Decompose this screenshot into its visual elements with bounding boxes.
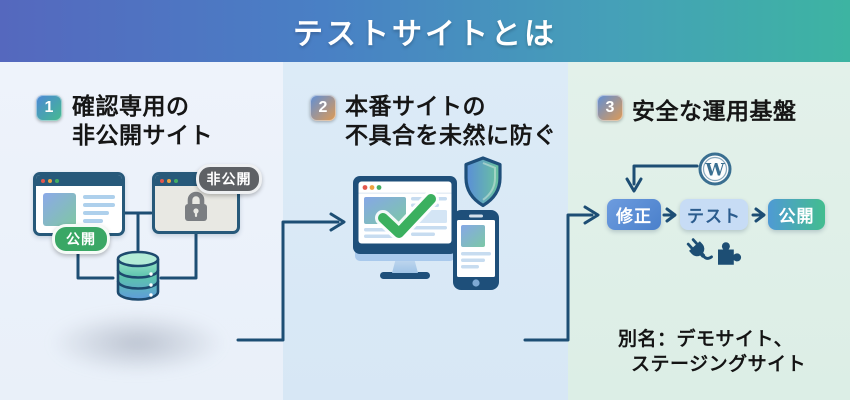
wordpress-w-letter: W [704, 161, 725, 181]
step-1-badge: 1 [36, 95, 62, 121]
private-badge: 非公開 [196, 164, 262, 194]
public-badge-label: 公開 [66, 231, 96, 247]
green-dot-icon [55, 178, 59, 183]
lock-icon [185, 191, 207, 221]
header-banner: テストサイトとは [0, 0, 850, 62]
flow-step-publish: 公開 [768, 199, 825, 230]
section-2-title-line1: 本番サイトの [345, 93, 486, 119]
checkmark-icon [378, 194, 436, 238]
shield-icon [464, 156, 502, 208]
section-2-title-line2: 不具合を未然に防ぐ [345, 122, 557, 148]
text-line [83, 195, 115, 199]
step-1-number: 1 [44, 99, 54, 116]
flow-step-fix-label: 修正 [616, 207, 652, 226]
step-2-number: 2 [318, 99, 328, 116]
red-dot-icon [41, 178, 45, 183]
public-badge: 公開 [52, 224, 110, 254]
page-title: テストサイトとは [293, 18, 557, 51]
smartphone-icon [453, 210, 499, 290]
step-2-badge: 2 [310, 95, 336, 121]
monitor-neck [392, 258, 418, 273]
database-icon [116, 250, 160, 301]
image-placeholder [43, 193, 76, 226]
red-dot-icon [160, 178, 164, 183]
alias-note-line1: 別名：デモサイト、 [618, 329, 794, 350]
puzzle-icon [718, 242, 742, 265]
section-3-title-line1: 安全な運用基盤 [632, 98, 797, 124]
alias-note: 別名：デモサイト、 ステージングサイト [618, 327, 806, 377]
section-1-title-line1: 確認専用の [72, 93, 190, 119]
monitor-icon [353, 176, 457, 279]
section-2-title: 本番サイトの 不具合を未然に防ぐ [345, 92, 557, 150]
soft-shadow [50, 312, 225, 374]
flow-step-publish-label: 公開 [778, 207, 815, 226]
text-line [83, 219, 103, 223]
text-line [83, 211, 109, 215]
section-1-title: 確認専用の 非公開サイト [72, 92, 213, 150]
monitor-base [380, 272, 430, 279]
window-titlebar [36, 175, 122, 186]
green-dot-icon [174, 178, 178, 183]
orange-dot-icon [48, 178, 52, 183]
section-1-title-line2: 非公開サイト [72, 122, 213, 148]
private-badge-label: 非公開 [206, 171, 252, 187]
flow-step-fix: 修正 [607, 199, 661, 230]
alias-note-line2: ステージングサイト [631, 354, 807, 375]
orange-dot-icon [167, 178, 171, 183]
plug-icon [686, 238, 713, 260]
flow-step-test-label: テスト [687, 207, 741, 226]
wordpress-icon: W [698, 152, 732, 186]
flow-step-test: テスト [680, 199, 748, 230]
section-3-title: 安全な運用基盤 [632, 97, 797, 126]
step-3-number: 3 [605, 99, 615, 116]
text-line [83, 203, 115, 207]
step-3-badge: 3 [597, 95, 623, 121]
